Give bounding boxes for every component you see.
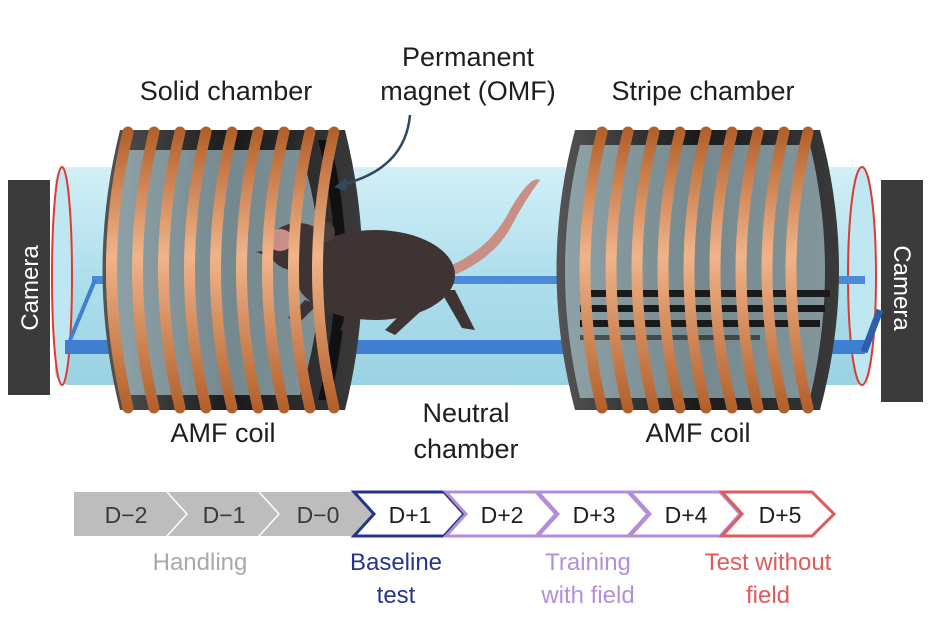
timeline-step-label: D+1	[389, 502, 432, 528]
amf-coil-right	[579, 126, 814, 414]
phase-test-label-line2: field	[746, 582, 790, 609]
timeline: D−2 D−1 D−0 D+1 D+2 D+3 D+4 D+5	[74, 490, 837, 609]
timeline-step: D−1	[168, 492, 278, 536]
neutral-chamber-label-line2: chamber	[413, 434, 518, 464]
neutral-chamber-label-line1: Neutral	[422, 398, 509, 428]
phase-training-label-line2: with field	[540, 582, 634, 609]
magnet-pointer-arrow	[339, 114, 412, 187]
permanent-magnet-label-line1: Permanent	[402, 42, 535, 72]
timeline-step-label: D+5	[759, 502, 802, 528]
timeline-step: D−0	[260, 492, 374, 536]
amf-coil-right-label: AMF coil	[645, 418, 750, 448]
timeline-step: D+5	[718, 490, 837, 538]
camera-right: Camera	[881, 180, 923, 402]
stripe-chamber-label: Stripe chamber	[611, 76, 794, 106]
magnet-pointer-arrowhead	[334, 178, 347, 191]
timeline-step-label: D+4	[665, 502, 708, 528]
permanent-magnet-label-line2: magnet (OMF)	[380, 76, 556, 106]
timeline-step-label: D−0	[297, 502, 340, 528]
camera-right-label: Camera	[888, 245, 915, 331]
timeline-step: D−2	[74, 492, 186, 536]
phase-baseline-label-line2: test	[377, 582, 416, 609]
amf-coil-left-label: AMF coil	[170, 418, 275, 448]
timeline-step-label: D+2	[481, 502, 524, 528]
phase-test-label-line1: Test without	[705, 549, 832, 576]
solid-chamber-label: Solid chamber	[140, 76, 313, 106]
timeline-step-label: D+3	[573, 502, 616, 528]
phase-training-label-line1: Training	[545, 549, 631, 576]
camera-left: Camera	[8, 180, 50, 395]
camera-left-label: Camera	[17, 245, 44, 331]
phase-baseline-label-line1: Baseline	[350, 549, 442, 576]
amf-coil-left	[106, 126, 340, 414]
timeline-step-label: D−2	[105, 502, 148, 528]
timeline-step-label: D−1	[203, 502, 246, 528]
phase-handling-label: Handling	[153, 549, 248, 576]
mouse	[256, 179, 540, 335]
